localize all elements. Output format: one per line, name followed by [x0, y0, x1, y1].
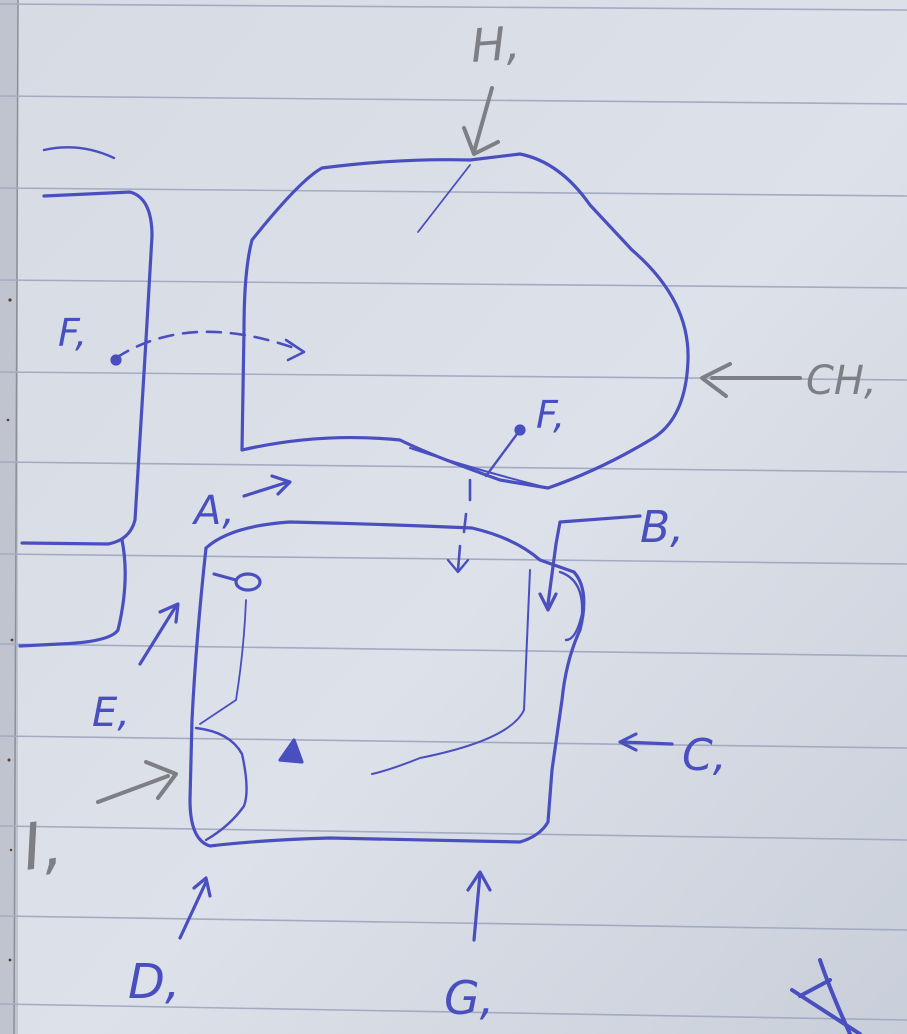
label-c: C, — [682, 730, 727, 781]
lower-shape-inner-left — [199, 599, 247, 725]
label-e: E, — [92, 690, 130, 736]
a-arrow — [242, 480, 290, 498]
margin-specks — [6, 298, 14, 962]
e-arrow — [138, 604, 178, 666]
pencil-marks — [96, 86, 802, 804]
small-loop-arrow — [212, 572, 238, 582]
b-pointer-arrowhead — [538, 592, 558, 612]
b-pointer-line — [546, 514, 642, 606]
left-dashed-arrowhead — [284, 338, 306, 362]
i-arrowhead — [144, 760, 178, 800]
label-b: B, — [640, 502, 684, 553]
label-a: A, — [191, 488, 235, 534]
lower-shape-bottom-left-corner — [194, 726, 248, 842]
right-dot-stroke — [484, 428, 522, 478]
binding-edge — [0, 0, 18, 1034]
g-arrowhead — [466, 870, 492, 892]
label-f-right: F, — [536, 393, 565, 437]
upper-shape-inner-stroke — [417, 164, 471, 233]
label-f-left: F, — [58, 311, 87, 355]
a-arrowhead — [270, 474, 292, 496]
binding-line — [13, 0, 19, 1034]
ch-arrowhead — [700, 362, 732, 398]
e-arrowhead — [158, 602, 180, 624]
small-loop — [234, 572, 262, 592]
left-dot — [110, 354, 122, 366]
lower-shape-inner-right — [371, 569, 531, 775]
left-bracket-top — [42, 190, 154, 342]
h-arrowhead — [462, 126, 500, 156]
i-arrow — [96, 774, 170, 804]
d-arrow — [178, 880, 208, 940]
upper-shape-crease — [409, 447, 541, 487]
h-arrow — [472, 86, 494, 154]
center-dashed-arrow — [456, 478, 472, 572]
g-arrow — [472, 872, 482, 942]
label-ch: CH, — [806, 358, 877, 404]
lower-shape-right-fold — [558, 570, 584, 642]
corner-scribble — [790, 958, 862, 1034]
lower-shape-outline — [188, 520, 586, 848]
c-arrow — [620, 740, 674, 746]
triangle-mark — [278, 738, 304, 764]
label-h: H, — [469, 16, 522, 73]
top-left-tick — [42, 146, 116, 160]
d-arrowhead — [192, 876, 212, 898]
c-arrowhead — [618, 732, 638, 752]
label-d: D, — [128, 954, 180, 1010]
left-bracket-side — [20, 338, 148, 546]
ink-sketch — [18, 146, 862, 1034]
left-bracket-lower — [18, 538, 127, 648]
center-dashed-arrowhead — [446, 558, 470, 574]
label-g: G, — [444, 971, 494, 1025]
